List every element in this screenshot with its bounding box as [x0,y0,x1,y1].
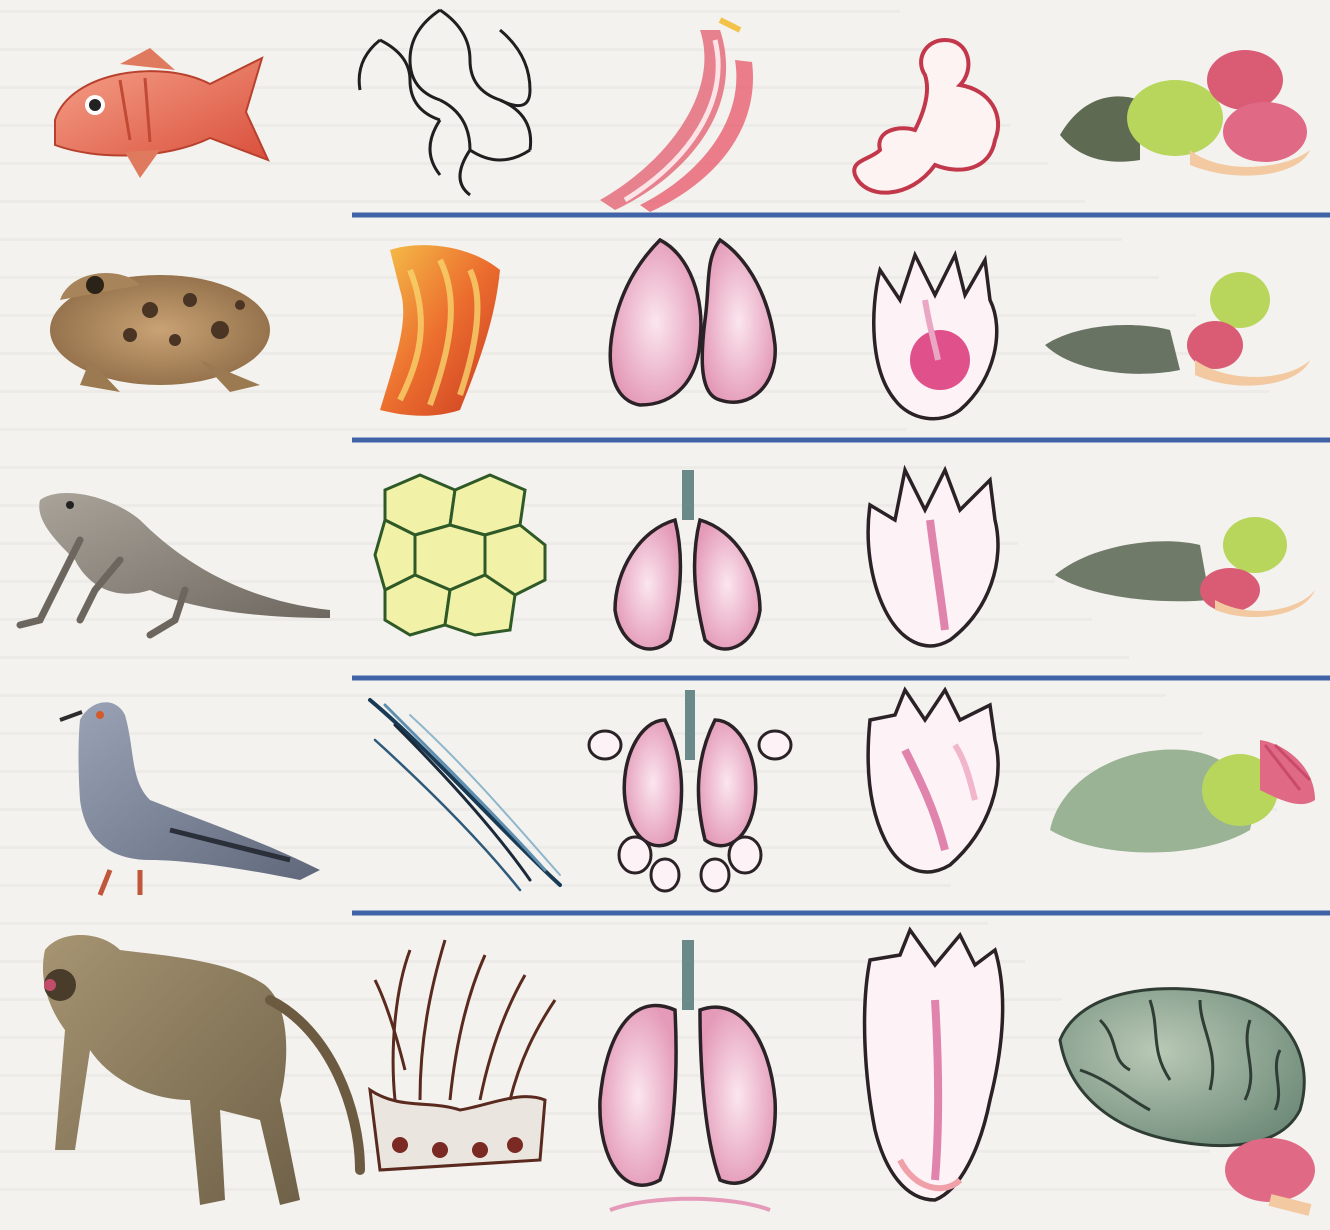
pigeon-icon [60,702,320,895]
frog-heart-icon [874,255,997,419]
reptile-lungs-icon [615,470,760,649]
monkey-icon [43,935,360,1205]
frog-lungs-icon [610,240,775,405]
fish-heart-icon [854,40,998,193]
fish-icon [55,48,268,178]
hair-icon [370,940,555,1170]
feathers-icon [370,700,560,890]
reptile-brain-icon [1055,517,1315,617]
bird-heart-icon [868,690,998,872]
bird-lungs-icon [589,690,791,891]
mammal-brain-icon [1060,989,1315,1210]
frog-icon [50,273,270,392]
reptile-heart-icon [868,470,998,646]
mammal-heart-icon [865,930,1003,1200]
fish-brain-icon [1060,50,1310,176]
mammal-lungs-icon [600,940,775,1210]
fish-scales-icon [359,10,530,195]
frog-brain-icon [1045,272,1310,386]
bird-brain-icon [1050,740,1315,853]
frog-skin-icon [380,245,500,416]
reptile-scales-icon [375,475,545,635]
lizard-icon [20,493,330,635]
gills-icon [600,20,753,212]
